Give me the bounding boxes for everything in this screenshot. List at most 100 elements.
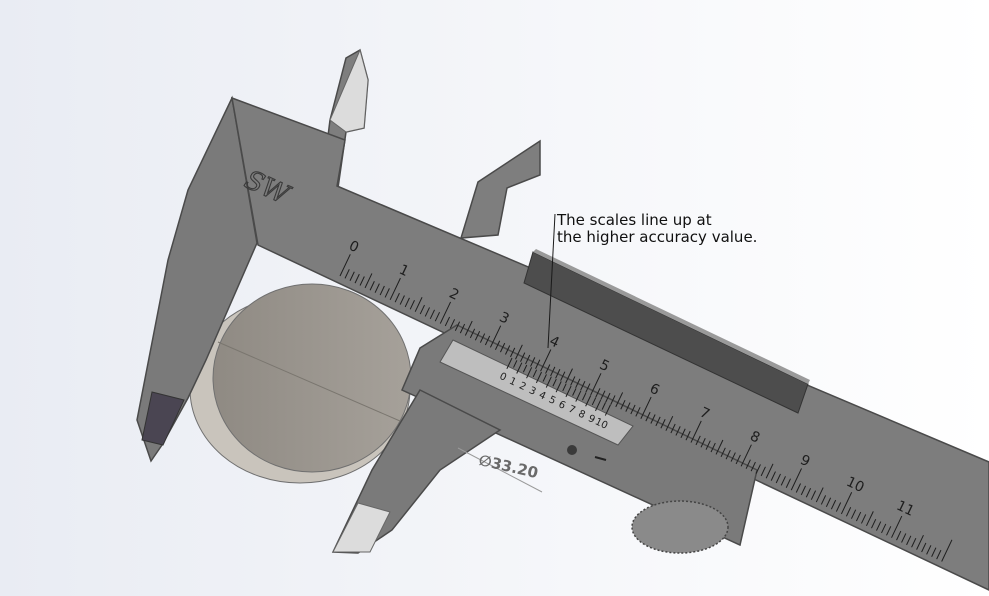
vernier-scale-label: 6 xyxy=(557,399,567,412)
vernier-scale-tick xyxy=(604,404,611,416)
annotation-note: The scales line up at the higher accurac… xyxy=(557,212,757,246)
main-scale-tick xyxy=(610,395,616,405)
main-scale-tick xyxy=(735,454,741,465)
main-scale-tick xyxy=(820,495,827,505)
vernier-scale-tick xyxy=(513,360,518,368)
annotation-leader xyxy=(547,213,556,349)
fixed-lower-jaw xyxy=(136,95,258,463)
main-scale-tick xyxy=(755,464,761,474)
vernier-scale-label: 8 xyxy=(576,408,586,421)
depth-bar xyxy=(523,251,809,414)
thumb-wheel xyxy=(631,500,729,554)
main-scale-tick xyxy=(615,392,624,408)
main-scale-tick xyxy=(489,325,502,348)
main-scale-tick xyxy=(640,396,652,419)
main-scale-tick xyxy=(710,442,716,453)
vernier-scale-tick xyxy=(562,383,567,392)
main-scale-tick xyxy=(595,388,601,398)
vernier-scale-tick xyxy=(542,374,547,382)
main-scale-tick xyxy=(565,368,573,384)
main-scale-tick xyxy=(645,411,651,422)
vernier-scale-tick xyxy=(575,390,582,402)
moving-upper-jaw xyxy=(459,139,541,239)
main-scale-tick xyxy=(540,349,552,372)
main-scale-tick xyxy=(650,414,656,424)
vernier-scale-tick xyxy=(532,369,538,378)
main-scale-tick xyxy=(941,539,953,562)
main-scale-tick xyxy=(399,295,405,305)
main-scale-tick xyxy=(931,547,937,557)
main-scale-tick xyxy=(775,473,781,484)
main-scale-tick xyxy=(896,530,902,541)
main-scale-tick xyxy=(655,416,661,427)
annotation-line-2: the higher accuracy value. xyxy=(557,228,758,246)
main-scale-tick xyxy=(349,271,355,281)
main-scale-tick xyxy=(765,463,774,479)
main-scale-tick xyxy=(780,476,786,486)
main-scale-tick xyxy=(670,423,676,434)
main-beam xyxy=(231,96,989,591)
annotation-line-1: The scales line up at xyxy=(557,211,712,229)
main-scale-tick xyxy=(625,402,631,412)
main-scale-tick xyxy=(845,507,852,517)
vernier-scale-label: 7 xyxy=(566,404,576,417)
main-scale-tick xyxy=(449,319,456,329)
main-scale-tick xyxy=(459,323,466,334)
main-scale-tick xyxy=(550,366,556,377)
main-scale-tick xyxy=(866,511,874,527)
main-scale-tick xyxy=(404,297,410,308)
main-scale-tick xyxy=(570,376,576,386)
main-scale-tick xyxy=(590,373,602,396)
main-scale-tick xyxy=(680,428,686,439)
vernier-scale-tick xyxy=(581,392,587,401)
main-scale-tick xyxy=(469,328,476,339)
vernier-scale-tick xyxy=(522,364,528,373)
main-scale-tick xyxy=(525,354,531,365)
main-scale-tick xyxy=(705,440,711,450)
main-scale-tick xyxy=(444,316,451,327)
vernier-scale-tick xyxy=(526,367,533,379)
main-scale-tick xyxy=(389,277,401,301)
main-scale-tick xyxy=(384,288,390,298)
main-scale-tick xyxy=(429,309,435,320)
main-scale-tick xyxy=(434,311,441,322)
main-scale-tick xyxy=(520,352,526,362)
main-scale-tick xyxy=(600,390,606,400)
main-scale-tick xyxy=(630,404,636,415)
vernier-scale-tick xyxy=(591,397,597,406)
main-scale-tick xyxy=(605,392,611,403)
main-scale-tick xyxy=(424,307,430,317)
vernier-scale-tick xyxy=(545,376,552,388)
main-scale-tick xyxy=(364,273,373,289)
main-scale-tick xyxy=(675,426,681,436)
main-scale-tick xyxy=(409,300,415,310)
main-scale-tick xyxy=(555,369,561,379)
main-scale-tick xyxy=(921,542,927,553)
lock-screw xyxy=(567,445,577,455)
main-scale-tick xyxy=(785,478,791,488)
moving-jaw-tip xyxy=(332,502,391,553)
main-scale-tick xyxy=(830,499,837,510)
main-scale-tick xyxy=(815,487,824,503)
main-scale-tick xyxy=(530,357,536,367)
main-scale-tick xyxy=(414,297,423,312)
vernier-scale-tick xyxy=(585,395,592,407)
main-scale-tick xyxy=(745,459,751,469)
main-scale-tick xyxy=(720,447,726,458)
main-scale-tick xyxy=(790,468,802,491)
vernier-window xyxy=(439,339,634,446)
main-scale-tick xyxy=(901,533,907,543)
main-scale-tick xyxy=(419,304,425,315)
main-scale-tick xyxy=(835,502,842,512)
vernier-scale-tick xyxy=(601,402,606,410)
vernier-scale-tick xyxy=(535,371,542,384)
vernier-scale-tick xyxy=(506,357,513,370)
main-scale-tick xyxy=(876,521,882,531)
slider-mark xyxy=(594,456,607,461)
main-scale-tick xyxy=(560,371,566,381)
main-scale-tick xyxy=(535,359,541,370)
main-scale-tick xyxy=(886,526,892,536)
main-scale-tick xyxy=(760,466,766,477)
